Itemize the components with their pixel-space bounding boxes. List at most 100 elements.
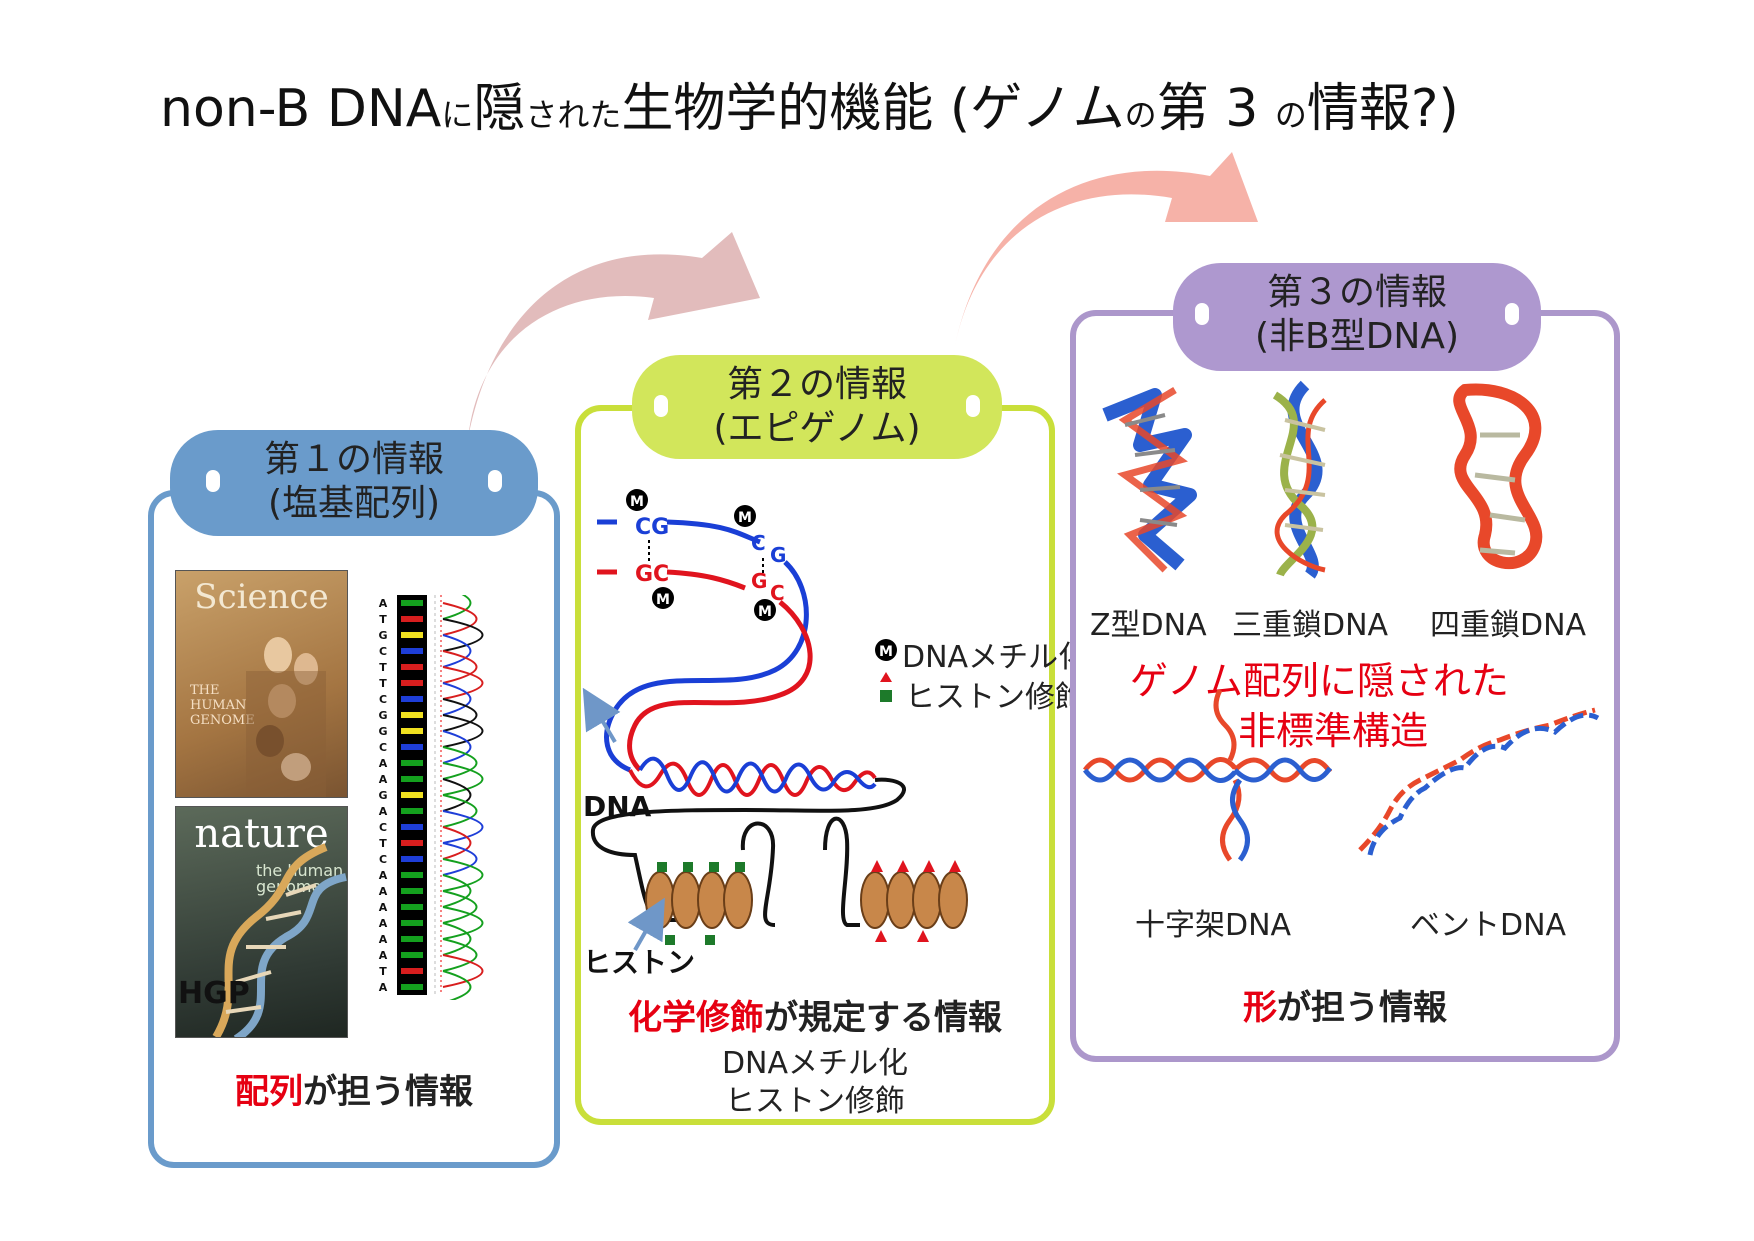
strand-blue	[638, 756, 877, 794]
sequence-base: A	[379, 869, 388, 882]
gel-band	[401, 696, 423, 702]
histone-mark-green	[880, 690, 892, 702]
gel-band	[401, 664, 423, 670]
cg-pair-label: CG	[635, 515, 669, 540]
sequence-base: G	[378, 725, 387, 738]
page-title: non-B DNAに隠された生物学的機能 (ゲノムの第 3 の情報?)	[160, 66, 1620, 146]
chromatogram-peak	[442, 794, 478, 828]
gel-band	[401, 872, 423, 878]
sequence-base: A	[379, 949, 388, 962]
sequence-base: G	[378, 789, 387, 802]
gel-band	[401, 936, 423, 942]
title-part: に	[441, 96, 474, 134]
chromatogram-peak	[442, 666, 484, 700]
gel-band	[401, 744, 423, 750]
gel-band	[401, 904, 423, 910]
face	[268, 684, 296, 718]
methyl-marker-label: M	[630, 494, 644, 510]
gel-band	[401, 600, 423, 606]
caption-text: が担う情報	[303, 1072, 473, 1112]
chromatogram-peaks	[442, 595, 484, 1000]
sequence-base: A	[379, 805, 388, 818]
tab-third-information: 第３の情報 (非B型DNA)	[1173, 263, 1541, 371]
sequence-base: T	[379, 965, 387, 978]
tab-subtitle: (非B型DNA)	[1254, 316, 1460, 357]
triplex-dna-structure	[1272, 380, 1327, 579]
histone-mark-green	[709, 862, 719, 872]
sequence-base: C	[379, 741, 387, 754]
chromatin-linker	[740, 821, 776, 927]
caption-emphasis: 化学修飾	[628, 998, 764, 1038]
label-bent-dna: ベントDNA	[1410, 908, 1567, 943]
panel-epigenome	[575, 405, 1055, 1125]
science-cover-subtitle: THE HUMAN GENOME	[190, 683, 255, 728]
legend-markers: M	[875, 639, 897, 702]
methyl-marker	[734, 505, 756, 527]
helix-strand-blue	[1233, 757, 1333, 783]
helix-strand-red	[1233, 757, 1333, 783]
dna-structures-lower	[1083, 690, 1600, 862]
helix-strand-red	[1117, 386, 1188, 573]
chromatogram-peak	[442, 682, 472, 716]
chromatogram-peak	[442, 810, 484, 844]
quadruplex-dna-structure	[1453, 383, 1543, 569]
strand-red	[628, 761, 877, 797]
tab-title: 第１の情報	[263, 439, 444, 480]
helix-strand-red	[1213, 690, 1237, 762]
family-photo	[246, 637, 326, 797]
gel-band	[401, 616, 423, 622]
caption-emphasis: 形	[1243, 988, 1277, 1028]
label-z-dna: Z型DNA	[1090, 608, 1207, 643]
methyl-marker-label: M	[738, 510, 752, 526]
gel-band	[401, 792, 423, 798]
gel-band	[401, 968, 423, 974]
gel-band	[401, 632, 423, 638]
gel-band	[401, 920, 423, 926]
histone-mark-green	[735, 862, 745, 872]
gel-band	[401, 648, 423, 654]
dna-helix-image	[212, 843, 347, 1037]
hidden-structure-line1: ゲノム配列に隠された	[1130, 659, 1509, 703]
tab-title: 第３の情報	[1266, 272, 1447, 313]
sequence-base: G	[378, 629, 387, 642]
nucleosome-group	[860, 860, 968, 942]
gel-band	[401, 856, 423, 862]
gel-band	[401, 824, 423, 830]
helix-strand-red	[1083, 757, 1237, 783]
dna-structures	[1102, 380, 1543, 579]
nature-cover-title: nature	[194, 811, 329, 857]
sequence-base: C	[379, 853, 387, 866]
z-dna-structure	[1102, 386, 1197, 573]
c-base-label: C	[751, 531, 766, 555]
gel-band	[401, 680, 423, 686]
face	[264, 637, 292, 673]
gel-band	[401, 712, 423, 718]
chromatin-linker	[590, 777, 906, 927]
title-part: の	[1124, 96, 1157, 134]
tab-hole	[206, 470, 220, 492]
sequence-base: A	[379, 757, 388, 770]
helix-rungs	[225, 883, 317, 1014]
gel-bands	[401, 600, 423, 990]
chromatogram-peak	[442, 762, 484, 796]
methyl-marker	[626, 489, 648, 511]
chromatogram-peak	[442, 618, 484, 652]
chromatogram-peak	[442, 938, 478, 972]
chromatogram-peak	[442, 858, 484, 892]
chromatogram-peak	[442, 650, 478, 684]
nucleosome	[697, 871, 727, 929]
title-part: 第 3	[1156, 79, 1275, 139]
helix-strand-blue	[1230, 778, 1250, 862]
title-part: non-B DNA	[160, 79, 442, 139]
histone-mark-green	[657, 862, 667, 872]
tab-hole	[966, 395, 980, 417]
sequence-base: T	[379, 837, 387, 850]
title-part: 隠	[473, 79, 526, 139]
chromatogram-peak	[442, 778, 472, 812]
chromatogram-peak	[442, 890, 478, 924]
caption-sub-methylation: DNAメチル化	[721, 1046, 909, 1081]
gel-band	[401, 808, 423, 814]
nucleosome	[723, 871, 753, 929]
legend-histone: ヒストン修飾	[905, 680, 1085, 715]
chromatogram-peak	[442, 826, 472, 860]
